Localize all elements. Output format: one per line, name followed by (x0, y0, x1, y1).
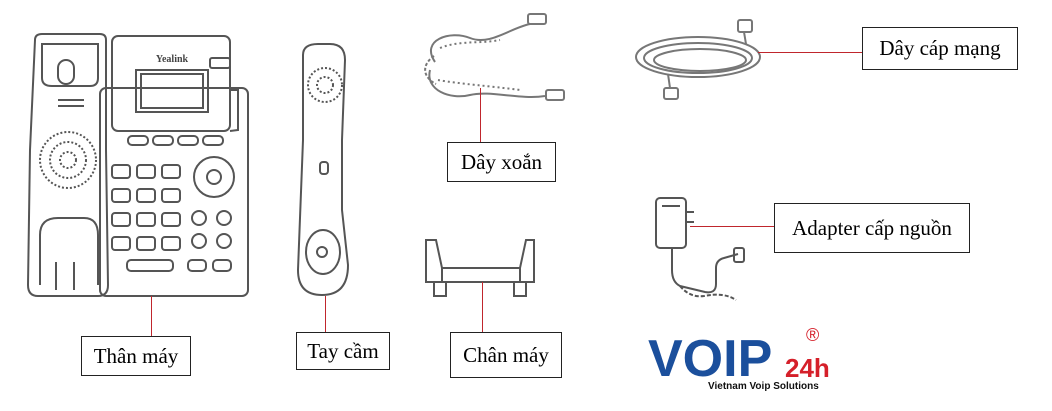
voip24h-logo: VOIP 24h ® Vietnam Voip Solutions (648, 325, 830, 392)
logo-word: VOIP (648, 330, 772, 388)
phone-body-illustration (26, 33, 249, 297)
leader-network-cable (758, 52, 862, 53)
label-body: Thân máy (81, 336, 191, 376)
leader-body (151, 296, 152, 336)
leader-handset (325, 296, 326, 332)
label-handset: Tay cầm (296, 332, 390, 370)
adapter-illustration (655, 197, 745, 301)
logo-registered: ® (806, 325, 819, 345)
phone-brand-text: Yealink (156, 54, 189, 65)
network-cable-illustration (635, 19, 761, 100)
handset-illustration (296, 43, 350, 297)
label-coil-cord: Dây xoắn (447, 142, 556, 182)
logo-tagline: Vietnam Voip Solutions (708, 381, 819, 392)
coil-cord-illustration (424, 13, 565, 101)
label-stand: Chân máy (450, 332, 562, 378)
leader-adapter (690, 226, 774, 227)
stand-illustration (425, 239, 535, 297)
label-adapter: Adapter cấp nguồn (774, 203, 970, 253)
logo-suffix: 24h (785, 353, 830, 383)
leader-stand (482, 282, 483, 332)
label-network-cable: Dây cáp mạng (862, 27, 1018, 70)
leader-coil-cord (480, 88, 481, 142)
